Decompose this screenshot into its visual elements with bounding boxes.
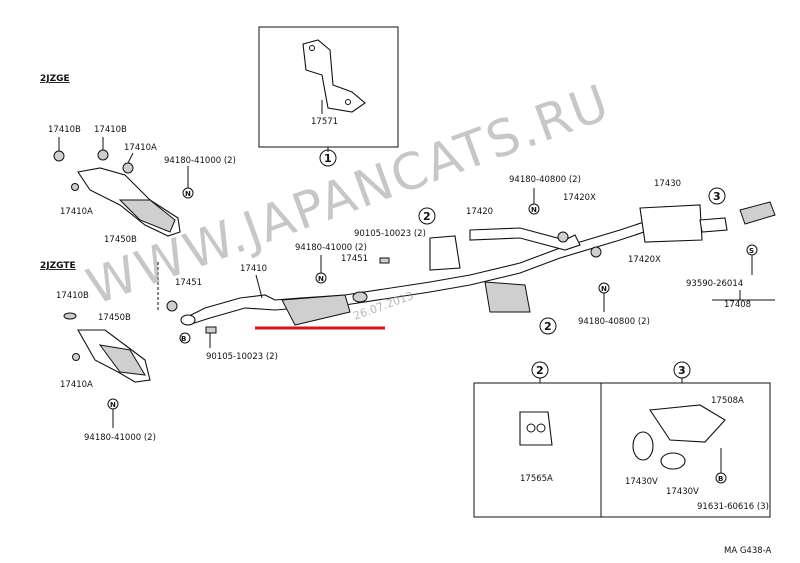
- svg-text:2: 2: [536, 364, 544, 377]
- svg-text:2: 2: [544, 320, 552, 333]
- gasket-17430v-b: [660, 452, 686, 470]
- svg-text:17450B: 17450B: [104, 235, 137, 245]
- variant-2jzge: 2JZGE: [40, 74, 70, 84]
- svg-text:N: N: [531, 206, 537, 214]
- svg-text:94180-41000 (2): 94180-41000 (2): [164, 156, 236, 166]
- svg-text:N: N: [185, 190, 191, 198]
- drawing-code: MA G438-A: [724, 546, 772, 556]
- svg-text:17508A: 17508A: [711, 396, 744, 406]
- svg-text:17410B: 17410B: [94, 125, 127, 135]
- svg-text:17410A: 17410A: [60, 380, 93, 390]
- hanger-17565a: [519, 411, 553, 446]
- svg-text:B: B: [181, 335, 186, 343]
- ref-circle-1: [319, 149, 337, 167]
- svg-text:17430: 17430: [654, 179, 681, 189]
- variant-2jzgte: 2JZGTE: [40, 261, 76, 271]
- svg-text:N: N: [318, 275, 324, 283]
- svg-text:94180-41000 (2): 94180-41000 (2): [295, 243, 367, 253]
- middle-muffler: [484, 281, 531, 313]
- svg-text:17420X: 17420X: [628, 255, 661, 265]
- bracket-17508a: [649, 404, 726, 443]
- main-catalytic-converter: [281, 294, 351, 326]
- svg-text:17451: 17451: [341, 254, 368, 264]
- main-muffler: [639, 204, 703, 243]
- svg-text:93590-26014: 93590-26014: [686, 279, 743, 289]
- svg-text:N: N: [110, 401, 116, 409]
- bracket-part: [302, 39, 366, 113]
- label-17571: 17571: [311, 117, 338, 127]
- svg-text:17430V: 17430V: [625, 477, 658, 487]
- svg-text:N: N: [601, 285, 607, 293]
- svg-text:17408: 17408: [724, 300, 751, 310]
- svg-text:17451: 17451: [175, 278, 202, 288]
- svg-text:94180-40800 (2): 94180-40800 (2): [509, 175, 581, 185]
- svg-text:17430V: 17430V: [666, 487, 699, 497]
- svg-text:2: 2: [423, 210, 431, 223]
- svg-text:17410A: 17410A: [124, 143, 157, 153]
- svg-text:91631-60616 (3): 91631-60616 (3): [697, 502, 769, 512]
- svg-text:3: 3: [713, 190, 721, 203]
- svg-text:94180-40800 (2): 94180-40800 (2): [578, 317, 650, 327]
- svg-text:90105-10023 (2): 90105-10023 (2): [354, 229, 426, 239]
- detail-box-2-3: [473, 382, 771, 518]
- svg-text:17410A: 17410A: [60, 207, 93, 217]
- svg-text:17420X: 17420X: [563, 193, 596, 203]
- svg-text:B: B: [718, 475, 723, 483]
- gasket-17430v-a: [632, 431, 654, 461]
- svg-text:S: S: [749, 247, 754, 255]
- svg-text:17450B: 17450B: [98, 313, 131, 323]
- svg-text:3: 3: [678, 364, 686, 377]
- svg-text:17565A: 17565A: [520, 474, 553, 484]
- svg-text:17410: 17410: [240, 264, 267, 274]
- svg-text:90105-10023 (2): 90105-10023 (2): [206, 352, 278, 362]
- svg-text:17410B: 17410B: [48, 125, 81, 135]
- svg-text:1: 1: [324, 152, 332, 165]
- svg-text:17410B: 17410B: [56, 291, 89, 301]
- tail-pipe: [739, 201, 776, 225]
- svg-text:17420: 17420: [466, 207, 493, 217]
- svg-text:94180-41000 (2): 94180-41000 (2): [84, 433, 156, 443]
